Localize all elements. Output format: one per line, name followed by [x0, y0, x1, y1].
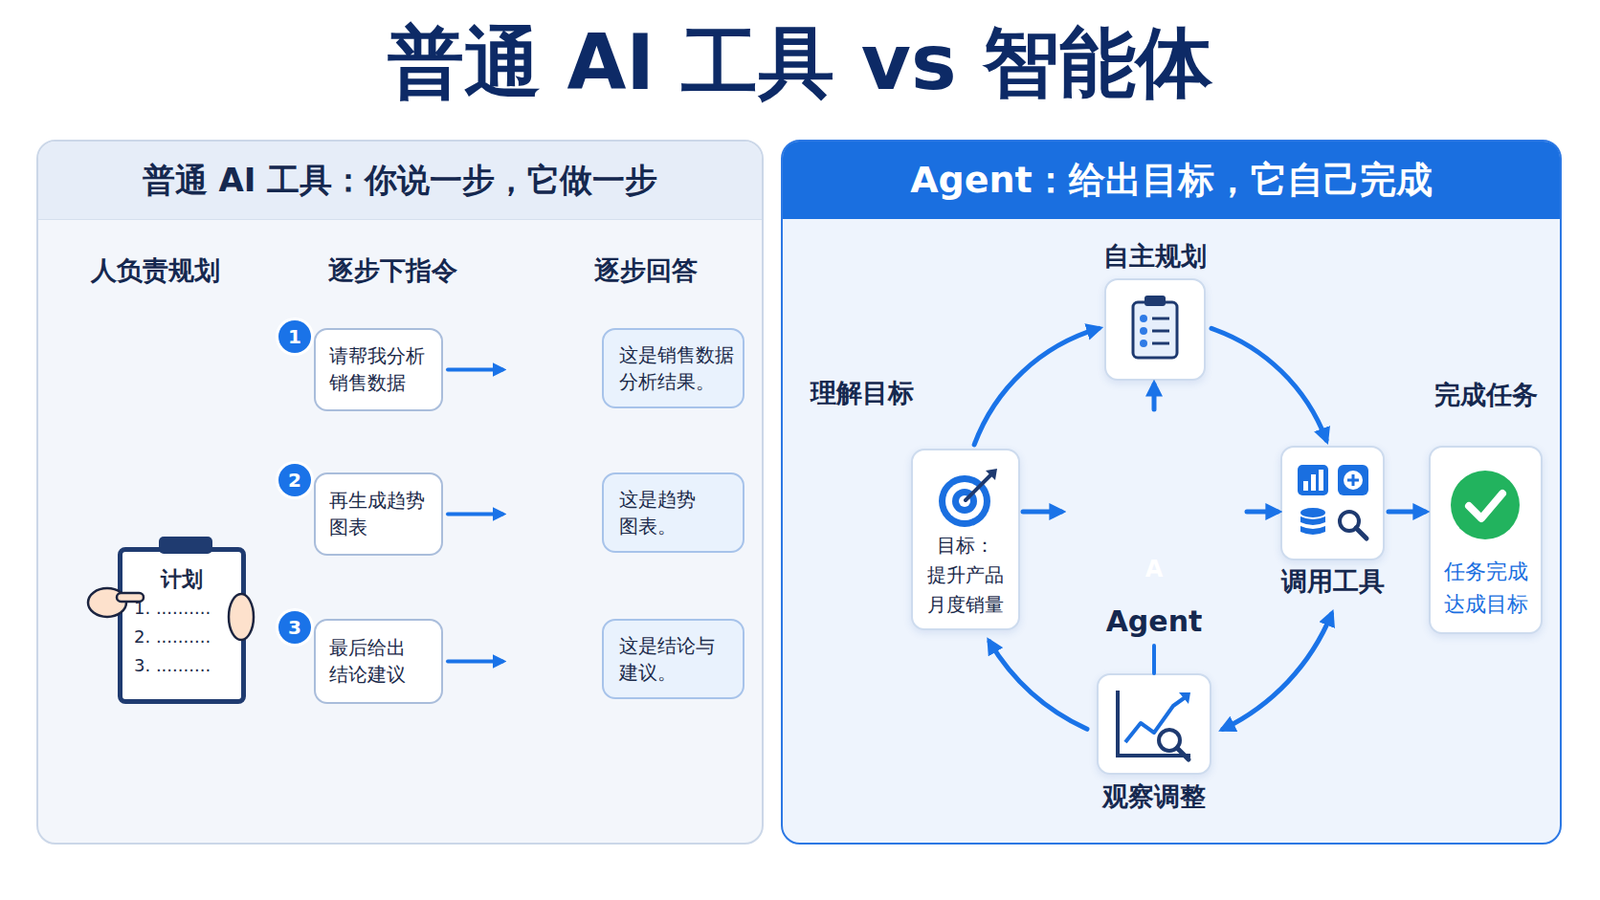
reply-bubble: 这是趋势图表。 — [507, 472, 745, 554]
list-line — [1152, 330, 1170, 334]
node-text: 目标： — [912, 531, 1019, 561]
panel: 普通 AI 工具：你说一步，它做一步计划1. ..........2. ....… — [36, 139, 764, 845]
tools-box: 调用工具 — [1280, 445, 1385, 561]
node-text: 提升产品月度销量 — [925, 560, 1006, 621]
node-text: 计划 — [122, 565, 242, 595]
clipboard-card: 计划1. ..........2. ..........3. .........… — [117, 547, 246, 705]
node-text: 调用工具 — [1281, 565, 1385, 599]
flow-arrow — [447, 512, 503, 517]
reply-bubble: 这是结论与建议。 — [507, 619, 745, 700]
step-number: 1 — [278, 320, 312, 354]
node-text: 3. .......... — [122, 651, 242, 681]
done-icon — [1450, 470, 1520, 540]
database-top — [1300, 508, 1326, 518]
node-text: 3 — [278, 611, 312, 645]
check-circle — [1450, 470, 1520, 540]
node-text: 2. .......... — [122, 622, 242, 652]
flow-arrow — [1152, 645, 1156, 674]
node-text: 完成任务 — [1434, 378, 1538, 412]
step-number: 2 — [278, 464, 312, 497]
node-text: 自主规划 — [1103, 240, 1207, 273]
plugin-circle — [1343, 470, 1363, 490]
list-line — [1152, 317, 1170, 321]
target-ring — [938, 475, 991, 528]
diagram-title: 普通 AI 工具 vs 智能体 — [0, 17, 1600, 110]
stage-label: 理解目标 — [810, 377, 914, 410]
instruction-bubble: 请帮我分析销售数据 — [313, 328, 444, 412]
node-text: 这是趋势图表。 — [601, 472, 745, 554]
pointing-finger — [116, 593, 144, 602]
plugin-plus — [1347, 474, 1359, 487]
node-text: 观察调整 — [1102, 780, 1206, 814]
badge-letter: A — [1145, 555, 1164, 583]
bar — [1303, 481, 1309, 491]
plugin-tile — [1337, 465, 1369, 496]
flow-arrow — [447, 368, 503, 373]
clipboard-clip — [158, 536, 213, 555]
flow-arrow — [447, 660, 503, 665]
node-text: 任务完成 达成目标 — [1443, 555, 1530, 622]
column-heading: 逐步下指令 — [328, 254, 458, 288]
flow-arrow — [1388, 510, 1425, 515]
step-number: 3 — [278, 611, 312, 645]
instruction-bubble: 最后给出结论建议 — [313, 619, 444, 705]
node-text: Agent — [1064, 604, 1245, 640]
check-mark — [1468, 493, 1503, 519]
flow-arrow — [1022, 510, 1062, 515]
flow-arrow — [1246, 510, 1278, 515]
chart-tile — [1297, 465, 1329, 496]
holding-hand — [228, 594, 254, 641]
reply-bubble: 这是销售数据分析结果。 — [507, 328, 745, 409]
column-heading: 人负责规划 — [90, 254, 221, 288]
node-text: 这是销售数据分析结果。 — [601, 328, 745, 409]
bar — [1311, 474, 1316, 491]
check-dot — [1139, 327, 1148, 335]
list-line — [1152, 342, 1170, 346]
node-text: 再生成趋势图表 — [315, 474, 442, 541]
node-text: 普通 AI 工具：你说一步，它做一步 — [38, 141, 762, 221]
observe-box: 观察调整 — [1096, 673, 1212, 776]
clipboard-icon — [1133, 302, 1178, 358]
node-text: 请帮我分析销售数据 — [315, 330, 442, 397]
node-text: 最后给出结论建议 — [315, 621, 442, 689]
agent-node: Agent — [1064, 413, 1245, 646]
check-dot — [1139, 314, 1148, 323]
node-text: 这是结论与建议。 — [601, 619, 745, 700]
clipboard-icon-clip — [1144, 295, 1166, 307]
plan-icon — [1133, 295, 1178, 358]
node-text: 1 — [278, 320, 312, 354]
bar — [1318, 469, 1324, 491]
node-text: 2 — [278, 464, 312, 497]
node-text: Agent：给出目标，它自己完成 — [782, 141, 1560, 220]
check-dot — [1139, 339, 1148, 348]
flow-arrow — [1152, 384, 1157, 410]
column-heading: 逐步回答 — [594, 254, 698, 288]
instruction-bubble: 再生成趋势图表 — [313, 472, 444, 556]
